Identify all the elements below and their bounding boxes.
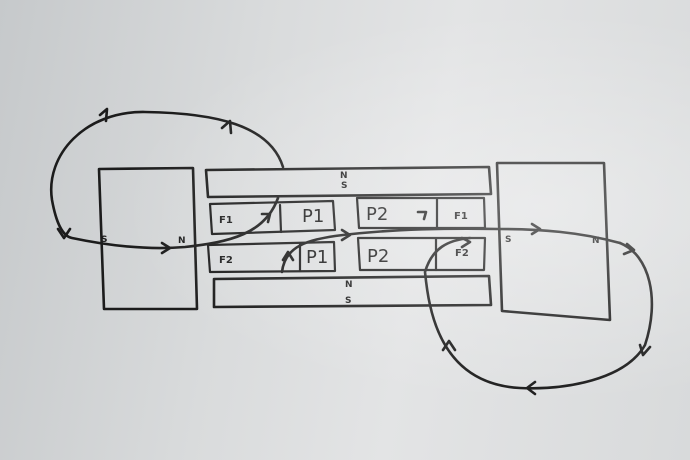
arrow-bottom-cell <box>281 250 295 262</box>
arrow-bottom <box>525 380 537 396</box>
pole-left-s: S <box>101 235 107 245</box>
pole-left-n: N <box>178 236 186 246</box>
right-magnet-block <box>495 161 612 322</box>
label-p2-bottom: P2 <box>367 246 389 267</box>
flux-line-middle <box>280 227 622 274</box>
pole-bottom-s: S <box>345 296 351 306</box>
arrow-top-left-loop-2 <box>220 119 233 135</box>
cell-f2-p1-bottom <box>206 240 337 274</box>
arrow-top-cell <box>260 212 272 224</box>
pole-right-n: N <box>592 236 600 246</box>
arrow-far-right <box>622 242 636 256</box>
flux-loop-left <box>49 110 285 250</box>
label-f2-left: F2 <box>219 255 233 266</box>
label-f1-right: F1 <box>454 211 468 222</box>
arrow-left-down <box>56 227 72 240</box>
arrow-right-cell-2 <box>460 236 472 249</box>
arrow-bottom-right <box>638 343 652 357</box>
arrow-right-cell <box>416 210 428 221</box>
pole-bottom-n: N <box>345 280 353 290</box>
arrow-top-left-loop <box>98 107 109 123</box>
label-f1-left: F1 <box>219 215 233 226</box>
arrow-left-middle <box>160 241 172 255</box>
arrow-right-middle <box>530 222 542 236</box>
bottom-bar <box>212 274 493 309</box>
label-f2-right: F2 <box>455 248 469 259</box>
label-p1-top: P1 <box>302 206 324 227</box>
left-magnet-block <box>97 166 199 311</box>
label-p1-bottom: P1 <box>306 247 328 268</box>
top-bar <box>204 165 493 199</box>
cell-f1-p1-top <box>208 199 337 236</box>
cell-p2-f2-bottom <box>356 236 487 272</box>
pole-right-s: S <box>505 235 511 245</box>
arrow-bottom-left-up <box>441 339 457 352</box>
arrow-middle <box>340 228 352 242</box>
label-p2-top: P2 <box>366 204 388 225</box>
divider-top-left <box>278 203 283 234</box>
pole-top-s: S <box>341 181 347 191</box>
pole-top-n: N <box>340 171 348 181</box>
